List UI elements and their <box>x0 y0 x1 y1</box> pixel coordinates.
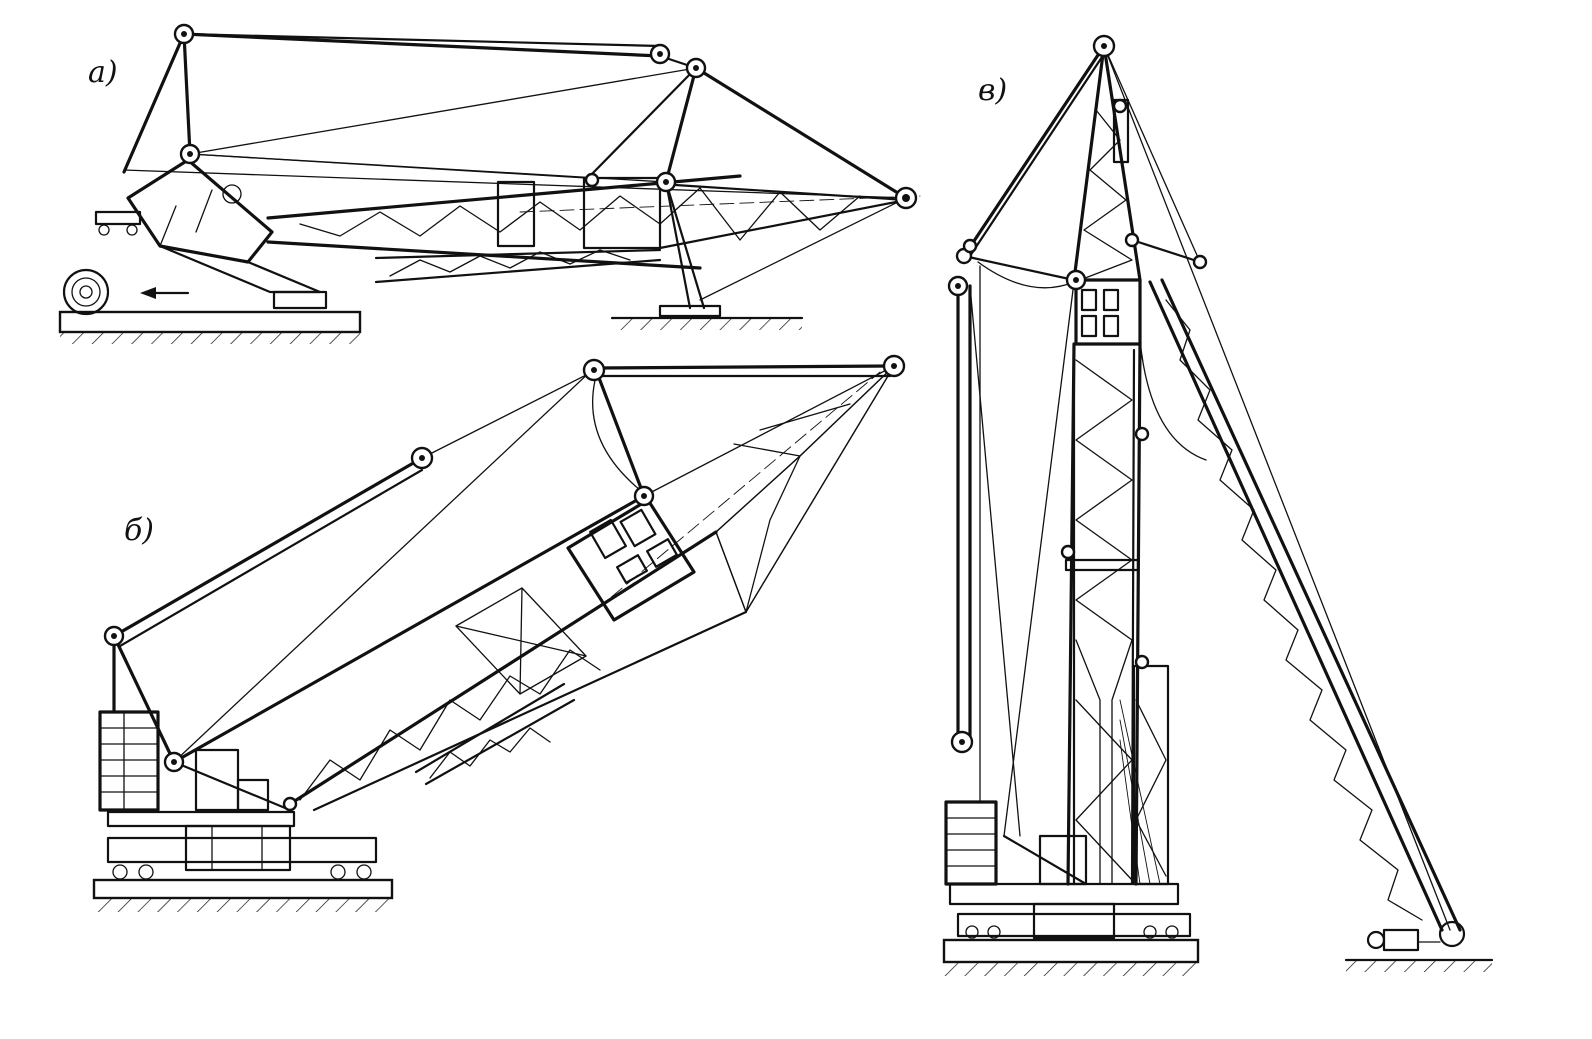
panel-b-crawler <box>106 810 378 880</box>
panel-v-crawler <box>948 882 1192 940</box>
panel-b-cab <box>566 498 696 622</box>
panel-v-lying-boom <box>1139 278 1466 948</box>
panel-a-upper-structure <box>126 158 328 310</box>
panel-a-pull-arrow <box>140 287 190 299</box>
panel-a-trolley <box>94 210 142 236</box>
panel-a-ground-right <box>610 316 804 330</box>
panel-v-pins <box>947 34 1208 754</box>
panel-b-label: б) <box>124 513 154 548</box>
panel-a-winch-drum <box>62 268 110 316</box>
panel-b-ground <box>92 878 394 912</box>
panel-b-inclined-mast <box>172 365 895 812</box>
panel-b-pins <box>103 354 906 812</box>
panel-v-vertical-mast <box>1064 44 1170 886</box>
panel-a-pins <box>173 23 918 210</box>
panel-v-winch-unit <box>1366 928 1441 952</box>
panel-v-counterweight <box>944 800 998 886</box>
panel-b-counterweight <box>98 710 160 812</box>
panel-v-pendant <box>956 44 1106 837</box>
panel-v-machine-house <box>1002 834 1088 886</box>
panel-b: б) <box>92 354 906 912</box>
panel-b-machine-house <box>172 748 292 812</box>
panel-a-a-frame <box>122 32 908 318</box>
panel-a-ground-left <box>58 310 362 344</box>
panel-a-boom-lattice <box>266 174 921 284</box>
panel-v-label: в) <box>978 73 1007 108</box>
panel-a: а) <box>58 23 921 344</box>
panel-v: в) <box>942 34 1494 976</box>
panel-v-ground <box>942 938 1494 976</box>
panel-a-label: а) <box>88 55 118 90</box>
